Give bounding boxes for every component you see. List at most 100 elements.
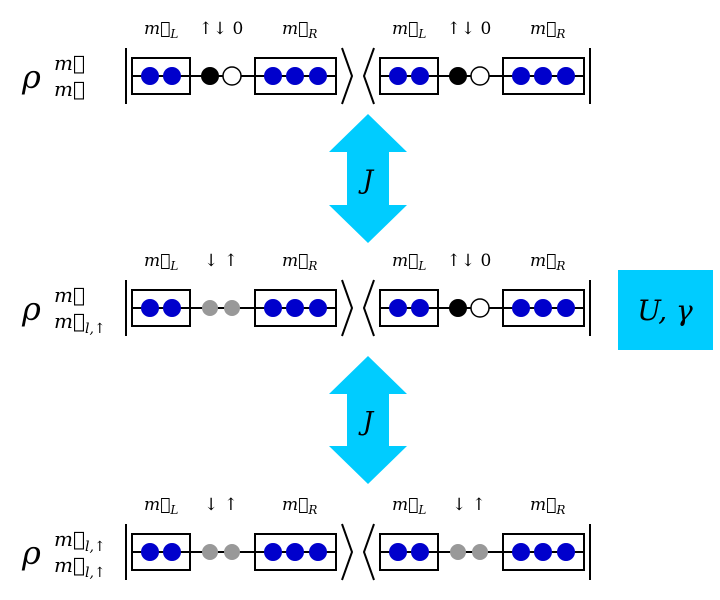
ket-left-sub: L (169, 503, 178, 517)
spin-site (202, 300, 218, 316)
ket-center-label: ↑↓ 0 (199, 19, 244, 39)
double-arrow-shape (329, 356, 407, 484)
right-block-box (502, 533, 585, 571)
filled-site (264, 543, 282, 561)
bra-right-sub: R (555, 27, 565, 41)
coupling-arrow-2: J (329, 356, 407, 484)
ket-left-label: m⃗L (144, 251, 178, 273)
filled-site (557, 67, 575, 85)
ket-right-label: m⃗R (282, 19, 317, 41)
bra-center-label: ↓ ↑ (452, 495, 486, 515)
doublon-site (449, 67, 467, 85)
bra-center-label: ↑↓ 0 (447, 251, 492, 271)
rho-subscript-sub: l,↑ (85, 565, 106, 581)
bra-right-label: m⃗R (530, 251, 565, 273)
right-block-box (254, 289, 337, 327)
filled-site (512, 67, 530, 85)
filled-site (309, 543, 327, 561)
empty-site (470, 66, 490, 86)
rho-symbol: ρ (21, 58, 41, 96)
rho-subscript: m⃗l,↑ (54, 553, 106, 581)
filled-site (163, 67, 181, 85)
param-box: U, γ (618, 270, 713, 350)
filled-site (141, 543, 159, 561)
filled-site (411, 299, 429, 317)
rho-superscript: m⃗l,↑ (54, 527, 106, 555)
ket-center-label: ↓ ↑ (204, 251, 238, 271)
empty-site (470, 298, 490, 318)
ket-left-label: m⃗L (144, 495, 178, 517)
doublon-site (449, 299, 467, 317)
right-block-box (254, 57, 337, 95)
ket-left-sub: L (169, 27, 178, 41)
doublon-site (201, 67, 219, 85)
bra-open-angle (362, 47, 375, 105)
bra-open-angle (362, 279, 375, 337)
filled-site (141, 299, 159, 317)
filled-site (534, 299, 552, 317)
rho-subscript-sub: l,↑ (85, 321, 106, 337)
right-block-box (502, 57, 585, 95)
bra-left-sub: L (417, 259, 426, 273)
filled-site (141, 67, 159, 85)
filled-site (286, 543, 304, 561)
ket-center-label: ↓ ↑ (204, 495, 238, 515)
double-arrow-shape (329, 114, 407, 243)
ket-left-label: m⃗L (144, 19, 178, 41)
ket-right-label: m⃗R (282, 495, 317, 517)
right-block-box (254, 533, 337, 571)
bra-left-label: m⃗L (392, 251, 426, 273)
bra-right-label: m⃗R (530, 495, 565, 517)
filled-site (163, 543, 181, 561)
filled-site (309, 299, 327, 317)
rho-subscript: m⃗ (54, 77, 85, 101)
filled-site (512, 299, 530, 317)
filled-site (534, 67, 552, 85)
spin-site (224, 300, 240, 316)
filled-site (309, 67, 327, 85)
rho-symbol: ρ (21, 290, 41, 328)
bra-right-sub: R (555, 259, 565, 273)
filled-site (512, 543, 530, 561)
left-block-box (379, 57, 439, 95)
filled-site (557, 543, 575, 561)
bra-left-sub: L (417, 503, 426, 517)
empty-site (222, 66, 242, 86)
filled-site (534, 543, 552, 561)
filled-site (411, 543, 429, 561)
ket-right-sub: R (307, 259, 317, 273)
bra-right-label: m⃗R (530, 19, 565, 41)
bra-open-angle (362, 523, 375, 581)
filled-site (411, 67, 429, 85)
param-label: U, γ (637, 294, 693, 327)
coupling-arrow-1: J (329, 114, 407, 243)
ket-close-angle (341, 47, 354, 105)
filled-site (163, 299, 181, 317)
bra-left-label: m⃗L (392, 495, 426, 517)
ket-right-label: m⃗R (282, 251, 317, 273)
filled-site (389, 67, 407, 85)
spin-site (450, 544, 466, 560)
rho-symbol: ρ (21, 534, 41, 572)
rho-superscript: m⃗ (54, 51, 85, 75)
filled-site (264, 299, 282, 317)
left-block-box (379, 533, 439, 571)
left-block-box (131, 533, 191, 571)
right-block-box (502, 289, 585, 327)
filled-site (557, 299, 575, 317)
spin-site (224, 544, 240, 560)
filled-site (389, 299, 407, 317)
left-block-box (131, 57, 191, 95)
filled-site (286, 67, 304, 85)
bra-right-sub: R (555, 503, 565, 517)
rho-superscript: m⃗ (54, 283, 85, 307)
ket-close-angle (341, 523, 354, 581)
filled-site (286, 299, 304, 317)
rho-superscript-sub: l,↑ (85, 539, 106, 555)
bra-left-sub: L (417, 27, 426, 41)
density-row-3: ρ m⃗l,↑m⃗l,↑ m⃗L ↓ ↑ m⃗R m⃗L ↓ ↑ m⃗R (21, 495, 591, 581)
ket-close-angle (341, 279, 354, 337)
